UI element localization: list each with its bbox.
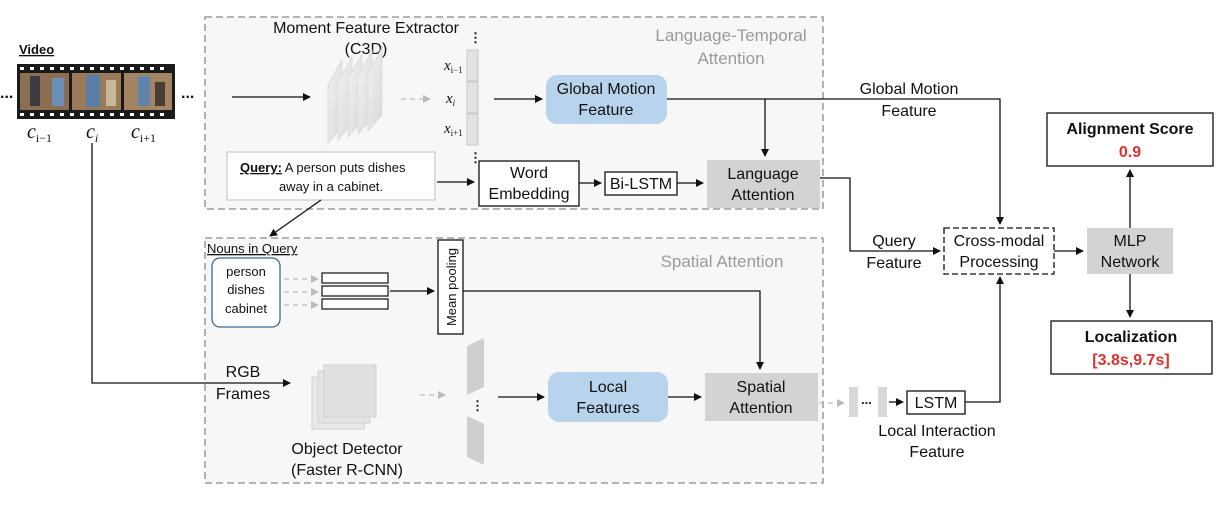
clip-label-next: ci+1 (131, 121, 156, 145)
svg-text:⋮: ⋮ (469, 30, 482, 45)
clip-label-prev: ci−1 (27, 121, 52, 145)
language-attention-line2: Attention (731, 187, 794, 204)
language-temporal-title: Language-Temporal (655, 26, 806, 45)
mean-pooling-box (437, 239, 464, 335)
localization-value: [3.8s,9.7s] (1092, 352, 1169, 369)
word-embedding-line2: Embedding (489, 186, 570, 203)
localization-box (1050, 320, 1213, 375)
vector-label-prev: xi−1 (443, 58, 463, 75)
spatial-title: Spatial Attention (661, 252, 784, 271)
feature-vector-stack: ⋮ ⋮ (466, 30, 482, 165)
region-features-stack: ⋮ (467, 338, 484, 465)
mlp-line2: Network (1101, 254, 1161, 271)
mean-pooling-label: Mean pooling (444, 248, 459, 326)
local-interaction-label1: Local Interaction (878, 423, 995, 440)
global-motion-feature-label2: Feature (881, 103, 936, 120)
object-detector-line2: (Faster R-CNN) (291, 462, 403, 479)
query-line1: Query: A person puts dishes (240, 160, 406, 175)
film-ellipsis-left: ... (0, 85, 13, 102)
bilstm-label: Bi-LSTM (610, 176, 672, 193)
alignment-score-box (1046, 112, 1214, 167)
vector-label-next: xi+1 (443, 121, 463, 138)
query-feature-label2: Feature (866, 255, 921, 272)
vector-label-current: xi (445, 91, 456, 108)
local-features-box (548, 372, 668, 422)
word-embedding-line1: Word (510, 165, 548, 182)
spatial-attention-line2: Attention (729, 400, 792, 417)
noun-person: person (226, 264, 266, 279)
c3d-volume-icon (327, 46, 383, 145)
lstm-to-crossmodal-arrow (965, 276, 1004, 403)
film-strip (17, 64, 175, 119)
clip-to-rgb-arrow (91, 143, 291, 387)
alignment-score-title: Alignment Score (1066, 121, 1193, 138)
language-attention-line1: Language (727, 166, 798, 183)
local-features-line2: Features (576, 400, 639, 417)
spatial-attention-line1: Spatial (737, 379, 786, 396)
spatial-attention-box (705, 373, 818, 421)
moment-extractor-subtitle: (C3D) (345, 41, 388, 58)
object-detector-icon (311, 364, 377, 430)
local-features-line1: Local (589, 379, 627, 396)
clip-label-current: ci (86, 121, 98, 145)
nouns-box (211, 257, 281, 328)
noun-vector-1 (321, 272, 389, 284)
rgb-label: RGB (226, 364, 261, 381)
local-interaction-label2: Feature (909, 444, 964, 461)
cross-modal-box (943, 227, 1055, 275)
film-ellipsis-right: ... (181, 85, 194, 102)
svg-text:...: ... (861, 392, 872, 407)
lstm-label: LSTM (915, 395, 958, 412)
query-line2: away in a cabinet. (279, 179, 383, 194)
query-feature-label1: Query (872, 233, 916, 250)
nouns-title: Nouns in Query (207, 241, 298, 256)
svg-text:⋮: ⋮ (471, 398, 484, 413)
interaction-sequence-icon: ... (849, 387, 887, 417)
global-motion-feature-label1: Global Motion (860, 81, 959, 98)
global-motion-line1: Global Motion (557, 81, 656, 98)
global-motion-box (546, 75, 667, 124)
pooling-to-spatial-arrow (463, 290, 764, 370)
video-label: Video (19, 42, 54, 57)
moment-extractor-title: Moment Feature Extractor (273, 20, 460, 37)
spatial-region (204, 237, 824, 484)
mlp-box (1087, 228, 1173, 274)
language-to-crossmodal-arrow (820, 177, 941, 255)
noun-vector-3 (321, 298, 389, 310)
query-box (226, 151, 436, 201)
noun-vector-2 (321, 285, 389, 297)
cross-modal-line2: Processing (959, 254, 1038, 271)
global-to-crossmodal-arrow (765, 98, 1004, 225)
noun-cabinet: cabinet (225, 301, 267, 316)
word-embedding-box (478, 160, 580, 207)
frames-label: Frames (216, 386, 270, 403)
mlp-line1: MLP (1114, 233, 1147, 250)
cross-modal-line1: Cross-modal (954, 233, 1045, 250)
noun-dishes: dishes (227, 282, 265, 297)
localization-title: Localization (1085, 329, 1177, 346)
alignment-score-value: 0.9 (1119, 144, 1141, 161)
language-temporal-title-2: Attention (697, 49, 764, 68)
language-attention-box (707, 160, 820, 208)
query-to-nouns-arrow (269, 199, 322, 237)
global-motion-line2: Feature (578, 102, 633, 119)
object-detector-line1: Object Detector (291, 441, 403, 458)
